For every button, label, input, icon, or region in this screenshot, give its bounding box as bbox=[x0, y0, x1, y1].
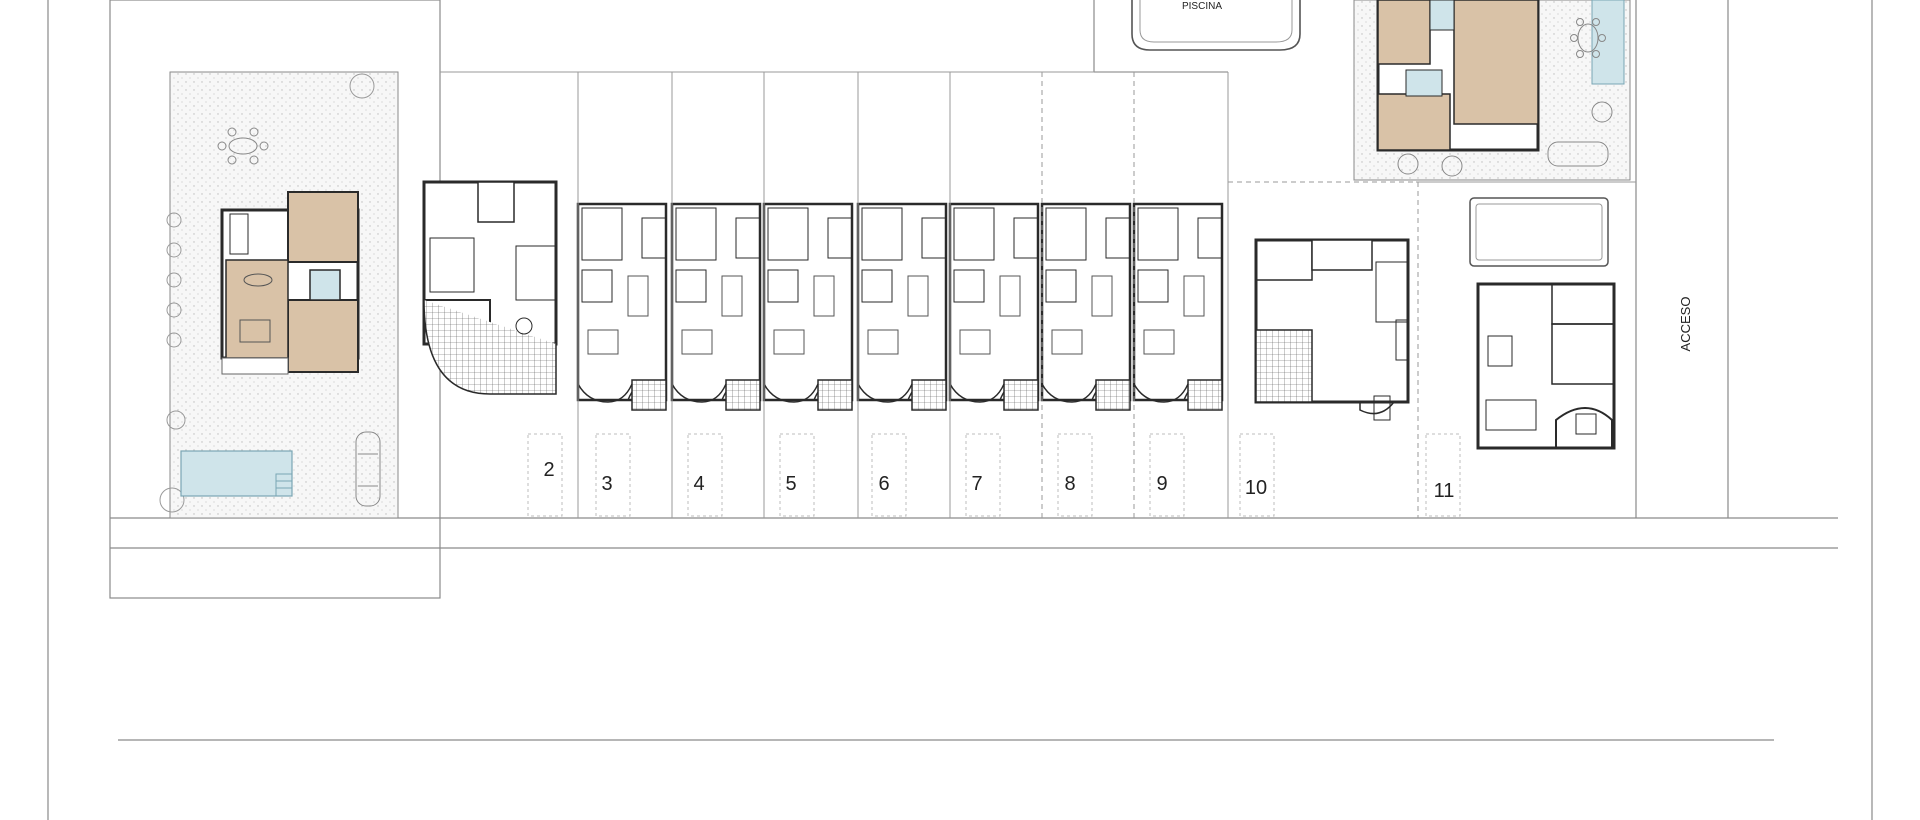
parking-bay bbox=[527, 433, 563, 517]
plot-number-4: 4 bbox=[693, 473, 704, 495]
house-plot-11 bbox=[1476, 282, 1616, 450]
plot-number-10: 10 bbox=[1245, 477, 1267, 499]
pool-steps bbox=[275, 473, 293, 497]
terrace-block bbox=[576, 202, 1224, 411]
terrace-house bbox=[948, 202, 1040, 411]
plot-number-6: 6 bbox=[878, 473, 889, 495]
parking-bay bbox=[1149, 433, 1185, 517]
plot-numbers: 2 3 4 5 6 7 8 9 10 11 bbox=[543, 459, 1454, 502]
house-plot-10 bbox=[1254, 238, 1410, 421]
garden-table-icon bbox=[217, 127, 269, 165]
pool-right bbox=[1469, 197, 1609, 267]
plot-number-2: 2 bbox=[543, 459, 554, 481]
pool-label: PISCINA bbox=[1182, 1, 1222, 12]
plot-number-7: 7 bbox=[971, 473, 982, 495]
plot-number-11: 11 bbox=[1434, 480, 1455, 502]
terrace-house bbox=[670, 202, 762, 411]
terrace-house bbox=[1132, 202, 1224, 411]
terrace-house bbox=[576, 202, 668, 411]
terrace-house bbox=[856, 202, 948, 411]
pool-top: PISCINA bbox=[1131, 0, 1301, 51]
parking-bay bbox=[1425, 433, 1461, 517]
parking-bay bbox=[595, 433, 631, 517]
parking-bay bbox=[965, 433, 1001, 517]
access-label: ACCESO bbox=[1678, 297, 1693, 352]
parking-bay bbox=[871, 433, 907, 517]
terrace-house bbox=[762, 202, 854, 411]
parking-bay bbox=[1057, 433, 1093, 517]
house-plot-2 bbox=[422, 180, 558, 395]
parking-bays bbox=[527, 433, 1461, 517]
plot-dividers bbox=[440, 71, 1636, 518]
plot-top-right bbox=[1353, 0, 1631, 181]
plot-number-5: 5 bbox=[785, 473, 796, 495]
pool-left bbox=[180, 450, 293, 497]
parking-bay bbox=[687, 433, 723, 517]
plot-number-8: 8 bbox=[1064, 473, 1075, 495]
parking-bay bbox=[779, 433, 815, 517]
plot-number-9: 9 bbox=[1156, 473, 1167, 495]
house-plot-1 bbox=[220, 191, 360, 375]
plot-number-3: 3 bbox=[601, 473, 612, 495]
car-icon-left bbox=[355, 431, 381, 507]
parking-bay bbox=[1239, 433, 1275, 517]
terrace-house bbox=[1040, 202, 1132, 411]
